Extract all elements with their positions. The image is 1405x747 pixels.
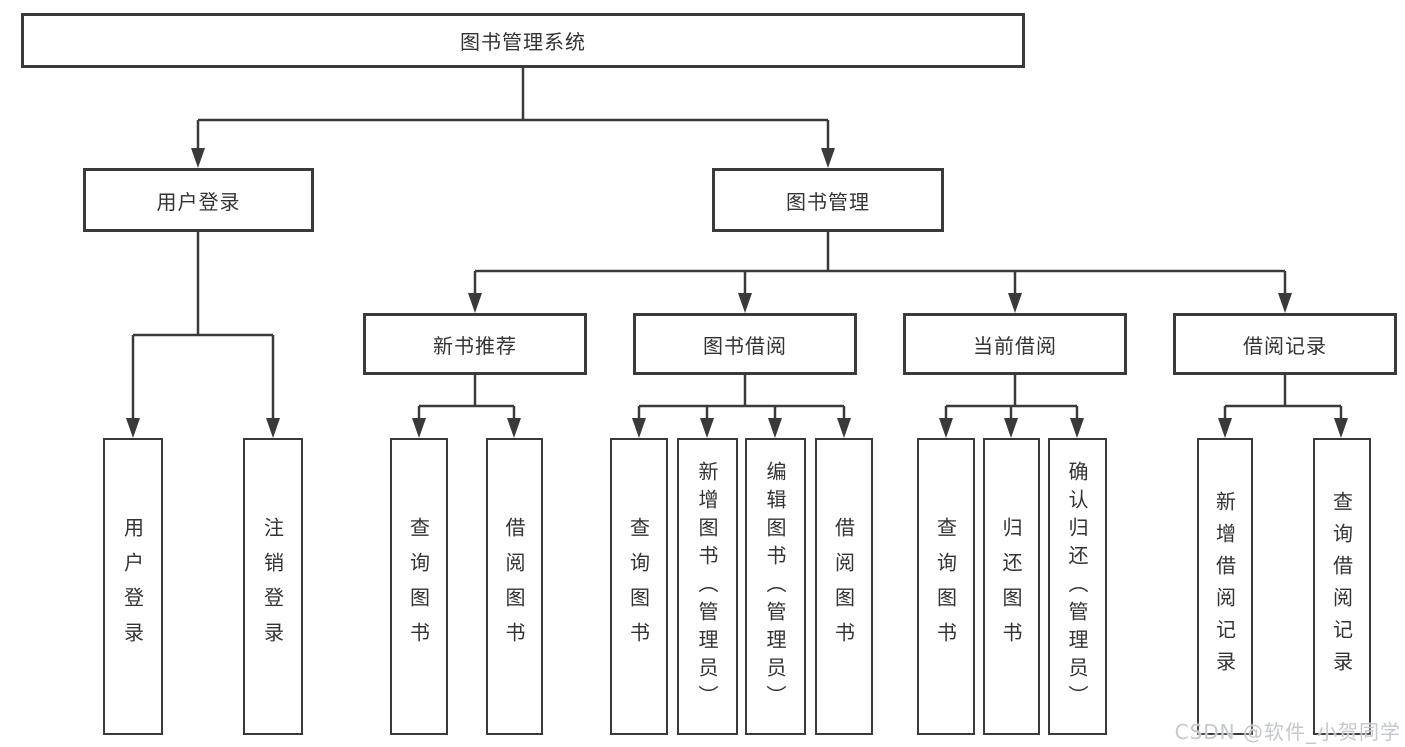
leaf-borrow-books-borrowing: 借阅图书 bbox=[815, 438, 873, 735]
leaf-borrow-books-recommend: 借阅图书 bbox=[486, 438, 543, 735]
node-borrowing-records: 借阅记录 bbox=[1173, 313, 1397, 375]
node-new-book-recommend: 新书推荐 bbox=[363, 313, 587, 375]
leaf-query-books-recommend: 查询图书 bbox=[390, 438, 448, 735]
leaf-query-borrow-record: 查询借阅记录 bbox=[1313, 438, 1371, 735]
leaf-edit-books-admin: 编辑图书（管理员） bbox=[745, 438, 806, 735]
leaf-logout: 注销登录 bbox=[243, 438, 303, 735]
node-user-login: 用户登录 bbox=[83, 168, 314, 232]
leaf-add-books-admin: 新增图书（管理员） bbox=[677, 438, 738, 735]
leaf-return-books: 归还图书 bbox=[983, 438, 1040, 735]
leaf-query-books-current: 查询图书 bbox=[917, 438, 975, 735]
leaf-add-borrow-record: 新增借阅记录 bbox=[1197, 438, 1253, 735]
leaf-query-books-borrowing: 查询图书 bbox=[610, 438, 668, 735]
leaf-confirm-return-admin: 确认归还（管理员） bbox=[1048, 438, 1107, 735]
node-current-borrowing: 当前借阅 bbox=[903, 313, 1127, 375]
node-library-system: 图书管理系统 bbox=[21, 13, 1025, 68]
leaf-user-login: 用户登录 bbox=[103, 438, 163, 735]
node-book-management: 图书管理 bbox=[712, 168, 944, 232]
node-book-borrowing: 图书借阅 bbox=[633, 313, 857, 375]
watermark-text: CSDN @软件_小贺同学 bbox=[1174, 720, 1401, 744]
